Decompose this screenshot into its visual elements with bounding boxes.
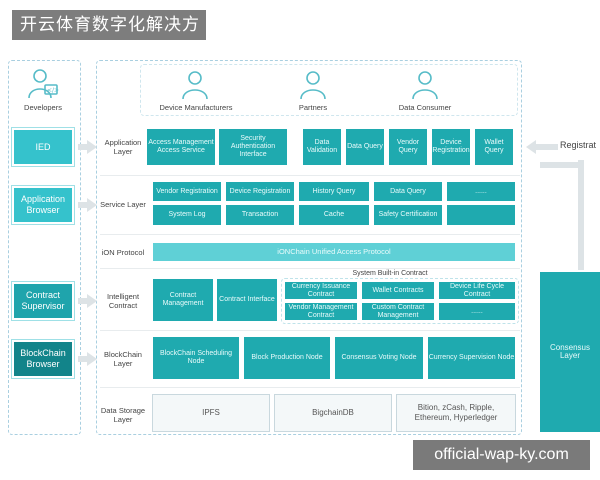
actor-developers-label: Developers	[24, 103, 62, 112]
blockchain-cell-currency-supervision-node: Currency Supervision Node	[427, 336, 516, 380]
app-cell-security-authentication: Security Authentication Interface	[218, 128, 288, 166]
contract-supervisor-box: Contract Supervisor	[11, 281, 75, 321]
contract-supervisor-arrow-bar	[78, 298, 88, 304]
service-cell-transaction: Transaction	[225, 204, 295, 226]
separator	[100, 268, 520, 269]
application-layer-label: Application Layer	[104, 138, 142, 156]
right-connector-line	[578, 160, 584, 270]
blockchain-cell-consensus-voting-node: Consensus Voting Node	[334, 336, 424, 380]
storage-cell-ipfs: IPFS	[152, 394, 270, 432]
app-cell-data-validation: Data Validation	[302, 128, 342, 166]
intelligent-contract-label: Intelligent Contract	[106, 292, 140, 310]
service-cell-data-query: Data Query	[373, 181, 443, 202]
device-manufacturer-person-icon	[182, 71, 208, 100]
app-cell-vendor-query: Vendor Query	[388, 128, 428, 166]
data-consumer-person-icon	[412, 71, 438, 100]
contract-cell-management: Contract Management	[152, 278, 214, 322]
main-diagram-frame	[96, 60, 522, 435]
page-title: 开云体育数字化解决方案	[12, 10, 206, 64]
app-cell-device-registration: Device Registration	[431, 128, 471, 166]
builtin-cell-currency-issuance: Currency Issuance Contract	[284, 281, 358, 300]
builtin-cell-device-life-cycle: Device Life Cycle Contract	[438, 281, 516, 300]
application-browser-box: Application Browser	[11, 185, 75, 225]
ied-box: IED	[11, 127, 75, 167]
builtin-cell-vendor-management: Vendor Management Contract	[284, 302, 358, 321]
registration-arrow-bar	[536, 144, 558, 150]
partner-person-icon	[300, 71, 326, 100]
app-browser-arrow-bar	[78, 202, 88, 208]
separator	[100, 330, 520, 331]
app-browser-arrow-head	[87, 198, 97, 212]
separator	[100, 234, 520, 235]
service-cell-vendor-registration: Vendor Registration	[152, 181, 222, 202]
service-cell-device-registration: Device Registration	[225, 181, 295, 202]
builtin-cell-wallet-contracts: Wallet Contracts	[361, 281, 435, 300]
service-layer-label: Service Layer	[100, 199, 146, 209]
left-column-frame	[8, 60, 81, 435]
service-cell-system-log: System Log	[152, 204, 222, 226]
service-cell-cache: Cache	[298, 204, 370, 226]
app-cell-access-management: Access Management Access Service	[146, 128, 216, 166]
ied-arrow-bar	[78, 144, 88, 150]
service-cell-safety-certification: Safety Certification	[373, 204, 443, 226]
builtin-cell-custom-contract: Custom Contract Management	[361, 302, 435, 321]
ion-protocol-bar: iONChain Unified Access Protocol	[152, 242, 516, 262]
svg-text:</>: </>	[47, 87, 59, 94]
contract-supervisor-arrow-head	[87, 294, 97, 308]
blockchain-cell-scheduling-node: BlockChain Scheduling Node	[152, 336, 240, 380]
actors-frame	[140, 64, 518, 116]
blockchain-browser-arrow-head	[87, 352, 97, 366]
actor-data-consumer-label: Data Consumer	[398, 103, 452, 112]
ied-arrow-head	[87, 140, 97, 154]
blockchain-browser-arrow-bar	[78, 356, 88, 362]
registration-arrow-head	[526, 140, 536, 154]
actor-partners-label: Partners	[298, 103, 328, 112]
service-cell-empty	[446, 204, 516, 226]
builtin-contract-frame	[281, 278, 519, 324]
ion-protocol-label: iON Protocol	[101, 247, 145, 257]
registration-label: Registrat	[560, 140, 597, 150]
developer-person-icon: </>	[28, 69, 59, 99]
storage-cell-bigchaindb: BigchainDB	[274, 394, 392, 432]
blockchain-browser-box: BlockChain Browser	[11, 339, 75, 379]
consensus-layer-block: Consensus Layer	[540, 272, 600, 432]
right-connector-top	[540, 162, 584, 168]
service-cell-history-query: History Query	[298, 181, 370, 202]
app-cell-wallet-query: Wallet Query	[474, 128, 514, 166]
storage-cell-blockchains: Bition, zCash, Ripple, Ethereum, Hyperle…	[396, 394, 516, 432]
service-cell-more: ......	[446, 181, 516, 202]
actor-device-manufacturers-label: Device Manufacturers	[159, 103, 233, 112]
separator	[100, 387, 520, 388]
app-cell-data-query: Data Query	[345, 128, 385, 166]
separator	[100, 175, 520, 176]
builtin-cell-more: ......	[438, 302, 516, 321]
contract-cell-interface: Contract Interface	[216, 278, 278, 322]
blockchain-cell-block-production-node: Block Production Node	[243, 336, 331, 380]
blockchain-layer-label: BlockChain Layer	[104, 350, 142, 368]
watermark-url: official-wap-ky.com	[413, 440, 590, 470]
data-storage-layer-label: Data Storage Layer	[100, 406, 146, 424]
system-builtin-contract-label: System Built-in Contract	[352, 270, 428, 277]
